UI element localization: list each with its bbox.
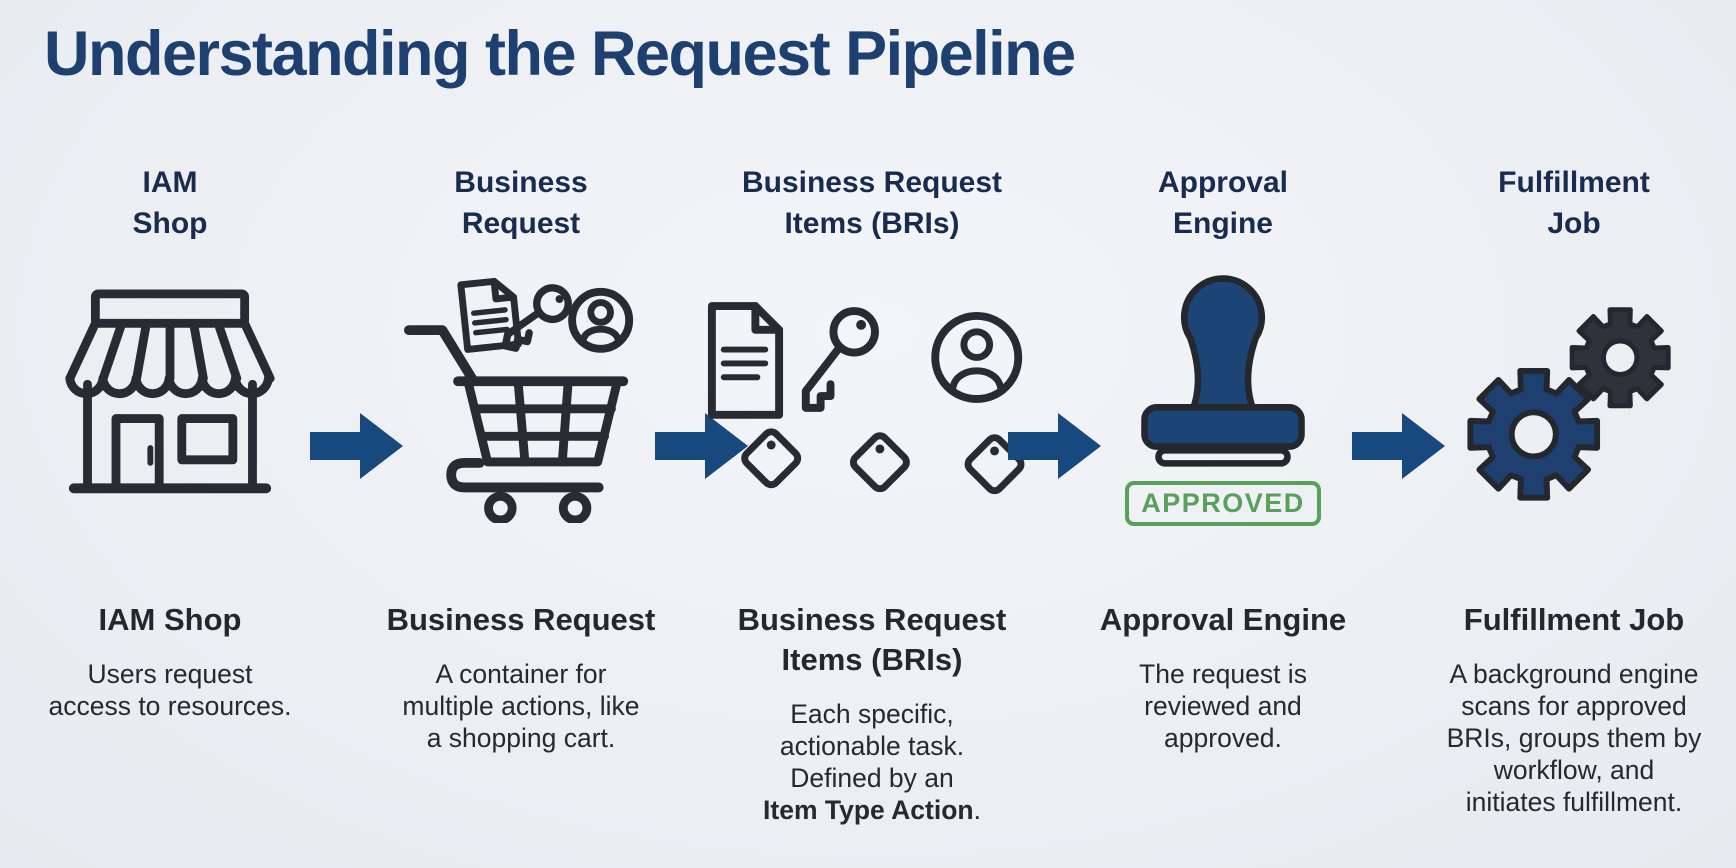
stage-description: A background engine scans for approved B… bbox=[1446, 659, 1702, 817]
shopping-cart-icon bbox=[403, 252, 639, 542]
stage-column-business-request-items: Business Request Items (BRIs) bbox=[704, 0, 1040, 868]
stage-header: Business Request Items (BRIs) bbox=[741, 166, 1003, 240]
stage-header: Approval Engine bbox=[1157, 166, 1289, 240]
gears-icon bbox=[1461, 252, 1687, 542]
stage-column-approval-engine: Approval Engine APPROVED Approval Engine… bbox=[1055, 0, 1391, 868]
stage-description: A container for multiple actions, like a… bbox=[402, 659, 640, 753]
stage-column-fulfillment-job: Fulfillment Job Fulfillment Job A backgr… bbox=[1406, 0, 1736, 868]
stage-description: The request is reviewed and approved. bbox=[1139, 659, 1307, 753]
right-arrow-icon bbox=[1008, 406, 1104, 486]
storefront-icon bbox=[57, 252, 283, 542]
page-title: Understanding the Request Pipeline bbox=[44, 19, 1076, 89]
right-arrow-icon bbox=[1352, 406, 1448, 486]
stage-description: Each specific, actionable task. Defined … bbox=[779, 699, 965, 793]
stage-column-business-request: Business Request bbox=[353, 0, 689, 868]
right-arrow-icon bbox=[655, 406, 751, 486]
stage-description-bold: Item Type Action. bbox=[763, 795, 981, 825]
stage-title: Approval Engine bbox=[1099, 602, 1347, 637]
stage-header: Fulfillment Job bbox=[1498, 166, 1650, 240]
stage-header: IAM Shop bbox=[132, 166, 208, 240]
tagged-items-icon bbox=[704, 252, 1040, 542]
stage-title: Business Request bbox=[386, 602, 656, 637]
stage-title: IAM Shop bbox=[98, 602, 242, 637]
right-arrow-icon bbox=[310, 406, 406, 486]
stage-column-iam-shop: IAM Shop IAM Shop Users request access t… bbox=[2, 0, 338, 868]
stage-title: Business Request Items (BRIs) bbox=[737, 602, 1007, 677]
approved-badge: APPROVED bbox=[1125, 480, 1321, 526]
stage-title: Fulfillment Job bbox=[1463, 602, 1685, 637]
approval-stamp-icon bbox=[1134, 269, 1312, 469]
stage-header: Business Request bbox=[454, 166, 588, 240]
stage-description: Users request access to resources. bbox=[48, 659, 292, 721]
